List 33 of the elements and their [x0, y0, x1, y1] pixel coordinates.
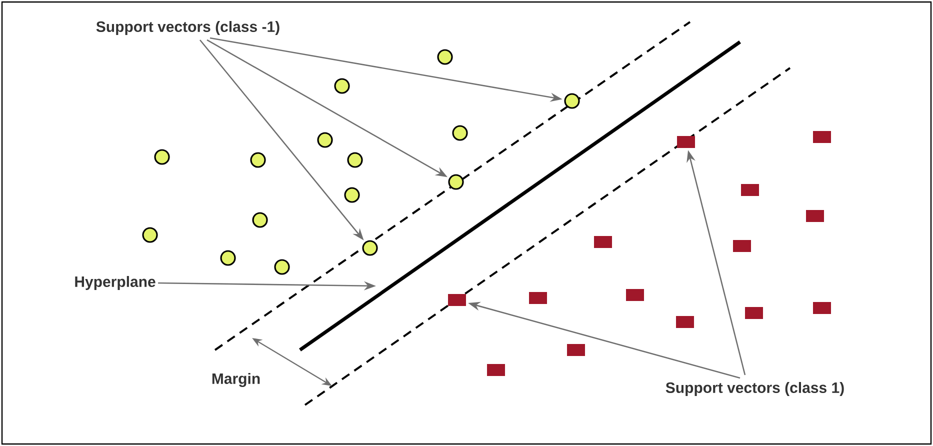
- data-point: [154, 149, 170, 165]
- data-point: [452, 125, 468, 141]
- data-point: [437, 49, 453, 65]
- data-point: [813, 131, 831, 143]
- data-point: [741, 184, 759, 196]
- data-point: [317, 132, 333, 148]
- data-point: [250, 152, 266, 168]
- data-point: [334, 78, 350, 94]
- data-point: [806, 210, 824, 222]
- data-point: [733, 240, 751, 252]
- data-point: [362, 240, 378, 256]
- data-point: [564, 93, 580, 109]
- label-text: Support vectors (class 1): [666, 382, 844, 396]
- data-point: [626, 289, 644, 301]
- data-point: [448, 174, 464, 190]
- data-point: [344, 187, 360, 203]
- data-point: [347, 152, 363, 168]
- label-text: Support vectors (class -1): [96, 21, 280, 35]
- data-point: [745, 307, 763, 319]
- data-point: [220, 250, 236, 266]
- data-point: [487, 364, 505, 376]
- data-point: [813, 302, 831, 314]
- data-point: [594, 236, 612, 248]
- label-text: Hyperplane: [75, 276, 156, 290]
- data-point: [142, 227, 158, 243]
- data-point: [252, 212, 268, 228]
- data-point: [274, 259, 290, 275]
- data-point: [677, 136, 695, 148]
- data-point: [567, 344, 585, 356]
- data-point: [676, 316, 694, 328]
- data-point: [448, 294, 466, 306]
- data-point: [529, 292, 547, 304]
- label-text: Margin: [212, 372, 260, 388]
